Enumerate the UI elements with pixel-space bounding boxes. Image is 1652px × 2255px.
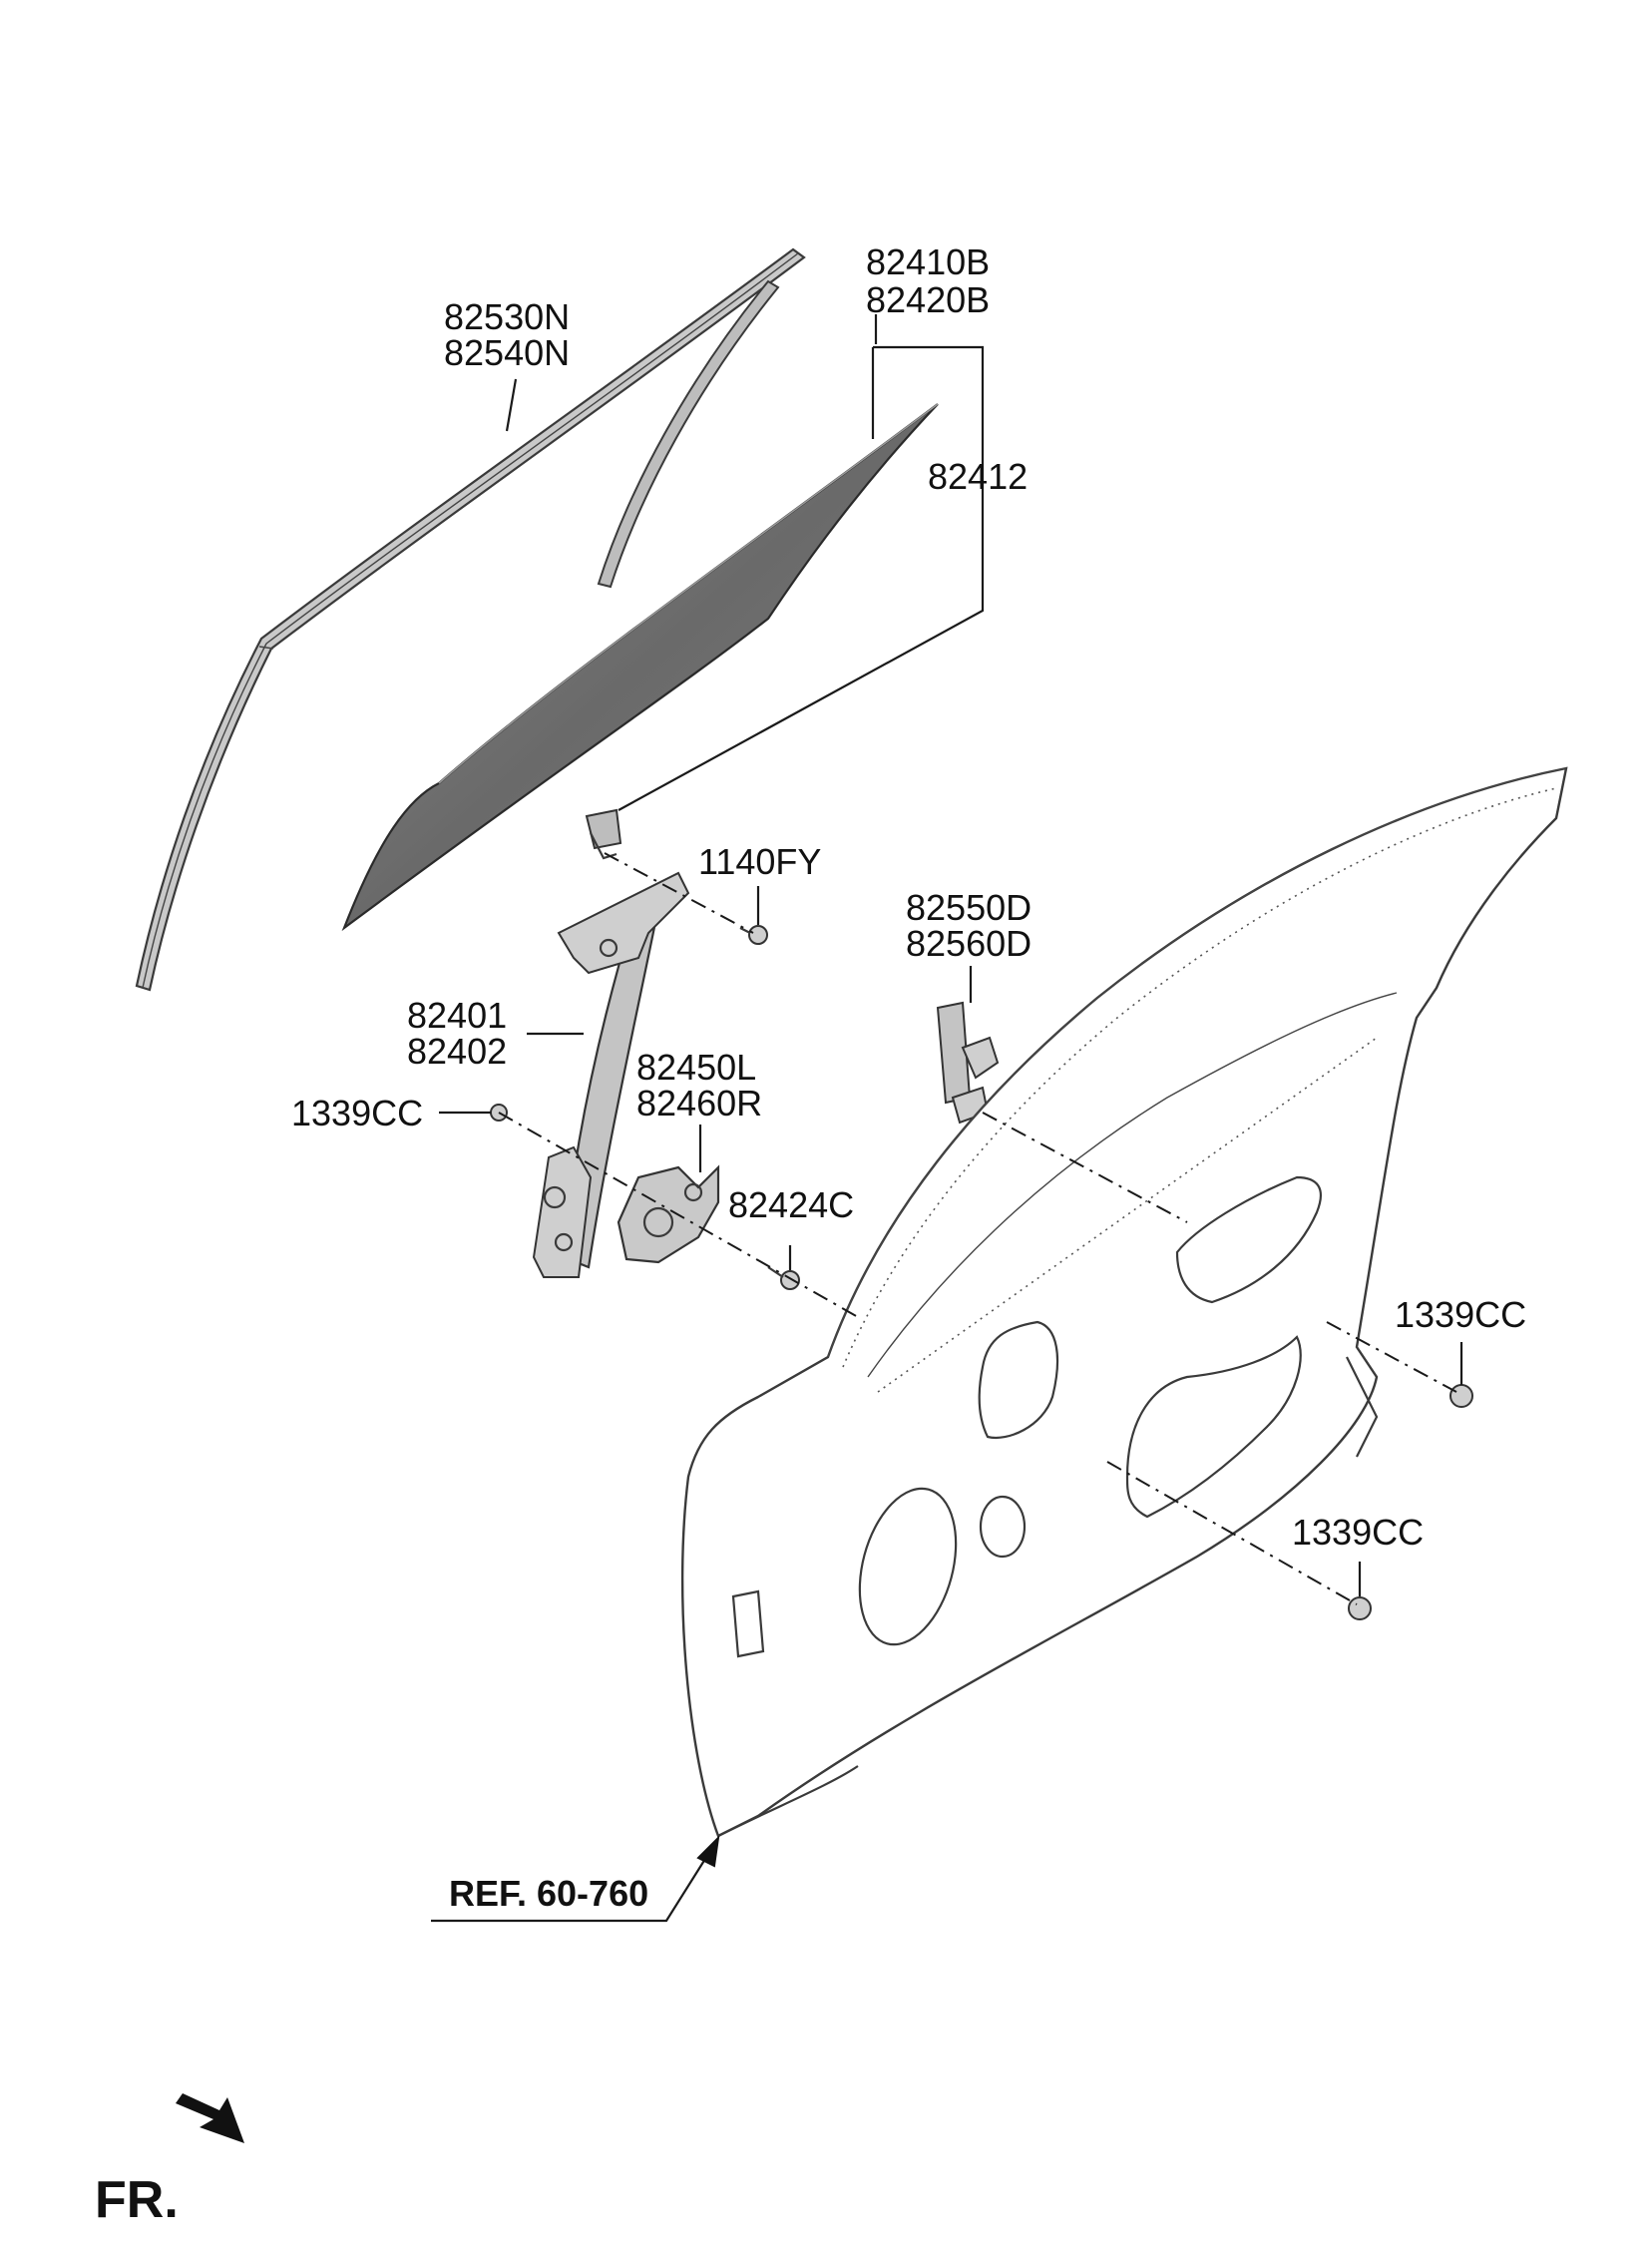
label-82550d: 82550D bbox=[906, 887, 1032, 928]
label-82450l: 82450L bbox=[636, 1047, 756, 1088]
front-arrow-icon bbox=[176, 2093, 244, 2143]
door-frame-weatherstrip bbox=[135, 247, 806, 992]
label-82401: 82401 bbox=[407, 995, 507, 1036]
label-82460r: 82460R bbox=[636, 1083, 762, 1124]
label-1339cc-bottom: 1339CC bbox=[1292, 1512, 1424, 1553]
regulator-motor bbox=[617, 1164, 720, 1264]
assembly-dash-lines bbox=[498, 852, 1457, 1605]
label-1140fy: 1140FY bbox=[698, 841, 821, 882]
nut-right bbox=[1449, 1384, 1473, 1408]
bolt-82424c bbox=[767, 1266, 800, 1290]
glass-run-strip bbox=[597, 279, 780, 589]
front-label: FR. bbox=[95, 2171, 179, 2229]
label-82560d: 82560D bbox=[906, 923, 1032, 964]
door-inner-panel bbox=[680, 766, 1568, 1838]
window-regulator bbox=[532, 871, 690, 1278]
door-glass bbox=[341, 403, 939, 932]
label-82424c: 82424C bbox=[728, 1184, 854, 1225]
glass-holder-clip bbox=[585, 808, 622, 860]
front-direction-marker: FR. bbox=[95, 2093, 244, 2229]
label-1339cc-left: 1339CC bbox=[291, 1093, 423, 1133]
callout-labels: 82530N 82540N 82410B 82420B 82412 1140FY… bbox=[291, 241, 1526, 1553]
label-82402: 82402 bbox=[407, 1031, 507, 1072]
label-82412: 82412 bbox=[928, 456, 1028, 497]
label-82410b: 82410B bbox=[866, 241, 990, 282]
label-1339cc-right: 1339CC bbox=[1395, 1294, 1526, 1335]
bolt-1140fy bbox=[739, 925, 768, 945]
label-82420b: 82420B bbox=[866, 279, 990, 320]
rear-channel bbox=[936, 1001, 1000, 1125]
reference-label: REF. 60-760 bbox=[449, 1873, 648, 1914]
leader-lines bbox=[439, 314, 1463, 1596]
label-82540n: 82540N bbox=[444, 332, 570, 373]
reference-callout: REF. 60-760 bbox=[431, 1835, 720, 1923]
label-82530n: 82530N bbox=[444, 296, 570, 337]
nut-bottom bbox=[1348, 1596, 1372, 1620]
